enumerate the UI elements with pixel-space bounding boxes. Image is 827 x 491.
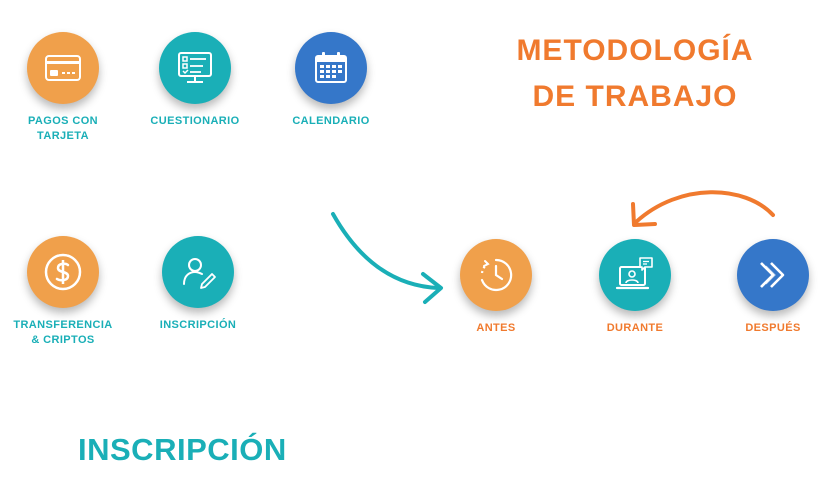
label-cuestionario: CUESTIONARIO xyxy=(150,115,240,127)
circle-pagos xyxy=(27,32,99,104)
video-call-icon xyxy=(615,257,653,290)
orange-arrow xyxy=(631,190,775,227)
stage-durante: DURANTE xyxy=(580,239,690,336)
teal-arrow xyxy=(331,212,443,304)
stage-antes: ANTES xyxy=(441,239,551,336)
circle-transferencia xyxy=(27,236,99,308)
label-inscripcion: INSCRIPCIÓN xyxy=(159,319,237,331)
node-transferencia: TRANSFERENCIA & CRIPTOS xyxy=(8,236,118,348)
dollar-coin-icon xyxy=(44,253,82,291)
node-cuestionario: CUESTIONARIO xyxy=(140,32,250,129)
label-antes: ANTES xyxy=(476,322,516,334)
clock-history-icon xyxy=(480,258,513,292)
node-pagos-con-tarjeta: PAGOS CON TARJETA xyxy=(8,32,118,144)
stage-despues: DESPUÉS xyxy=(718,239,827,336)
calendar-icon xyxy=(315,52,347,83)
label-despues: DESPUÉS xyxy=(745,322,801,334)
double-chevron-right-icon xyxy=(760,262,785,288)
circle-calendario xyxy=(295,32,367,104)
label-transferencia: TRANSFERENCIA & CRIPTOS xyxy=(13,319,113,346)
label-durante: DURANTE xyxy=(606,322,664,334)
label-pagos: PAGOS CON TARJETA xyxy=(27,115,98,142)
circle-despues xyxy=(737,239,809,311)
circle-inscripcion xyxy=(162,236,234,308)
title-line-1: METODOLOGÍA xyxy=(516,34,754,67)
user-edit-icon xyxy=(183,258,216,289)
credit-card-icon xyxy=(45,55,81,81)
circle-antes xyxy=(460,239,532,311)
circle-cuestionario xyxy=(159,32,231,104)
label-calendario: CALENDARIO xyxy=(292,115,370,127)
title-line-2: DE TRABAJO xyxy=(532,80,738,113)
node-inscripcion: INSCRIPCIÓN xyxy=(143,236,253,333)
node-calendario: CALENDARIO xyxy=(276,32,386,129)
questionnaire-monitor-icon xyxy=(178,52,212,83)
page-title: METODOLOGÍA DE TRABAJO xyxy=(470,28,800,120)
section-title: INSCRIPCIÓN xyxy=(78,432,287,467)
circle-durante xyxy=(599,239,671,311)
